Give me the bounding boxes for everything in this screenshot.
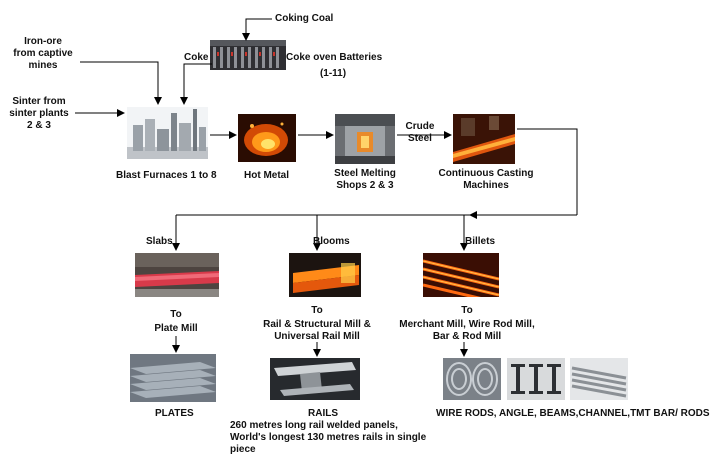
sinter-line-2: sinter plants (9, 108, 69, 119)
merchant-mill-label: To Merchant Mill, Wire Rod Mill, Bar & R… (392, 305, 542, 343)
merchant-mill-line-1: To (461, 305, 473, 316)
crude-steel-line-1: Crude (405, 121, 435, 132)
sinter-line-1: Sinter from (12, 96, 66, 107)
blast-furnaces-label: Blast Furnaces 1 to 8 (116, 170, 217, 181)
rails-note-line-2: World's longest 130 metres rails in sing… (230, 432, 427, 443)
arrow-iron-ore (80, 61, 162, 105)
merchant-mill-line-2: Merchant Mill, Wire Rod Mill, (399, 319, 535, 330)
billets-image (423, 253, 499, 297)
rails-image (270, 358, 360, 400)
plate-mill-line-2: Plate Mill (154, 323, 198, 334)
sinter-line-3: 2 & 3 (27, 120, 51, 131)
coke-label: Coke (184, 52, 209, 63)
steel-melting-label: Steel Melting Shops 2 & 3 (320, 168, 410, 192)
merchant-mill-line-3: Bar & Rod Mill (432, 331, 502, 342)
rails-note-line-3: piece (230, 444, 256, 455)
coke-oven-label: Coke oven Batteries (1-11) (286, 52, 383, 80)
slabs-image (135, 253, 219, 297)
hot-metal-image (238, 114, 296, 162)
rails-label: RAILS (308, 408, 338, 419)
iron-ore-line-2: from captive (13, 48, 73, 59)
billets-label: Billets (465, 236, 496, 247)
coking-coal-label: Coking Coal (275, 13, 334, 24)
blooms-image (289, 253, 361, 297)
steel-melting-line-2: Shops 2 & 3 (336, 180, 394, 191)
steel-melting-line-1: Steel Melting (334, 168, 396, 179)
rail-mill-line-1: To (311, 305, 323, 316)
crude-steel-line-2: Steel (408, 133, 432, 144)
arrow-coking-coal (242, 18, 272, 41)
continuous-casting-line-2: Machines (463, 180, 509, 191)
iron-ore-label: Iron-ore from captive mines (10, 36, 76, 72)
crude-steel-label: Crude Steel (400, 121, 440, 145)
hot-metal-label: Hot Metal (244, 170, 289, 181)
rail-mill-label: To Rail & Structural Mill & Universal Ra… (252, 305, 382, 343)
continuous-casting-image (453, 114, 515, 164)
slabs-label: Slabs (146, 236, 173, 247)
arrow-ccm-split (517, 128, 578, 215)
wire-rods-image (443, 358, 501, 400)
plate-mill-line-1: To (170, 309, 182, 320)
coke-oven-line-1: Coke oven Batteries (286, 52, 383, 63)
continuous-casting-line-1: Continuous Casting (438, 168, 534, 179)
blooms-label: Blooms (313, 236, 350, 247)
rails-note: 260 metres long rail welded panels, Worl… (230, 420, 426, 456)
blast-furnace-image (127, 107, 208, 159)
sinter-label: Sinter from sinter plants 2 & 3 (2, 96, 76, 132)
rail-mill-line-2: Rail & Structural Mill & (263, 319, 371, 330)
continuous-casting-label: Continuous Casting Machines (434, 168, 538, 192)
arrow-coke (180, 63, 212, 105)
tmt-bars-image (570, 358, 628, 400)
plates-image (130, 354, 216, 402)
plate-mill-label: To Plate Mill (136, 309, 216, 335)
beams-image (507, 358, 565, 400)
coke-oven-image (210, 40, 286, 70)
wire-rods-label: WIRE RODS, ANGLE, BEAMS,CHANNEL,TMT BAR/… (436, 408, 710, 419)
steel-melting-image (335, 114, 395, 164)
rail-mill-line-3: Universal Rail Mill (274, 331, 360, 342)
iron-ore-line-3: mines (28, 60, 58, 71)
rails-note-line-1: 260 metres long rail welded panels, (230, 420, 398, 431)
coke-oven-line-2: (1-11) (319, 68, 347, 79)
plates-label: PLATES (155, 408, 194, 419)
iron-ore-line-1: Iron-ore (24, 36, 62, 47)
